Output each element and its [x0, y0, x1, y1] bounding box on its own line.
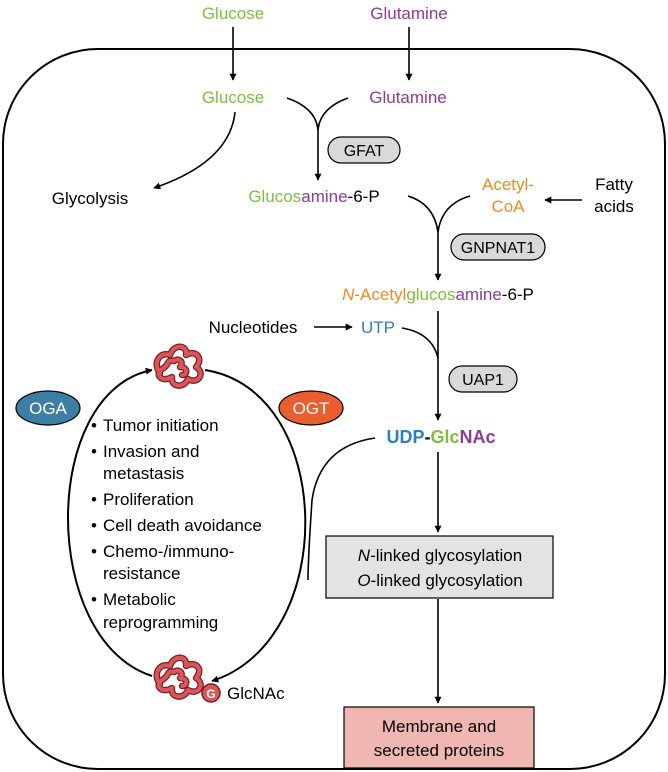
oga-cycle-arc	[67, 367, 153, 677]
glcnac-tag-icon	[201, 683, 221, 703]
glutamine-inside-label: Glutamine	[369, 88, 446, 107]
utp-label: UTP	[361, 318, 395, 337]
ogt-enzyme-ellipse	[278, 390, 344, 426]
acetyl-coa-label-line2: CoA	[491, 197, 525, 216]
glucosamine-6p-label: Glucosamine-6-P	[248, 187, 379, 206]
uap1-enzyme-box	[448, 365, 518, 393]
effect-item-metabolic: Metabolic	[103, 590, 176, 609]
protein-bottom-icon	[153, 654, 204, 700]
effects-list: • Tumor initiation • Invasion and metast…	[91, 416, 262, 632]
glucose-inside-label: Glucose	[202, 88, 264, 107]
glycolysis-arrow	[153, 111, 236, 190]
gnpnat1-enzyme-box	[450, 233, 546, 261]
effect-item-proliferation: Proliferation	[103, 490, 194, 509]
udp-glcnac-label: UDP-GlcNAc	[386, 427, 495, 447]
secreted-proteins-label-line1: Membrane and	[382, 717, 496, 736]
effect-item-cell-death-avoidance: Cell death avoidance	[103, 516, 262, 535]
ogt-enzyme-label: OGT	[293, 399, 330, 418]
glycolysis-label: Glycolysis	[52, 189, 129, 208]
effect-bullet: •	[91, 590, 97, 609]
oga-enzyme-ellipse	[15, 390, 81, 426]
glcnac-tag-letter: G	[206, 687, 215, 701]
effect-bullet: •	[91, 442, 97, 461]
nucleotides-label: Nucleotides	[209, 318, 298, 337]
secreted-proteins-box	[343, 706, 535, 769]
glcnac-tag-label: GlcNAc	[227, 684, 285, 703]
udp-glcnac-to-ogt-curve	[307, 437, 376, 581]
n-acetylglucosamine-6p-label: N-Acetylglucosamine-6-P	[342, 285, 534, 304]
oga-enzyme-label: OGA	[29, 399, 67, 418]
ogt-cycle-arc	[204, 369, 307, 683]
effect-item-tumor-initiation: Tumor initiation	[103, 416, 219, 435]
gfat-enzyme-label: GFAT	[344, 143, 385, 160]
effect-item-invasion: Invasion and	[103, 442, 199, 461]
effect-item-chemo-immuno-cont: resistance	[103, 564, 180, 583]
fatty-acids-label-line1: Fatty	[595, 175, 633, 194]
effect-item-invasion-cont: metastasis	[103, 464, 184, 483]
effect-item-chemo-immuno: Chemo-/immuno-	[103, 542, 234, 561]
glycosylation-box	[325, 535, 554, 599]
protein-top-icon	[153, 343, 204, 389]
gfat-enzyme-box	[327, 136, 401, 164]
glutamine-outside-label: Glutamine	[370, 4, 447, 23]
effect-bullet: •	[91, 490, 97, 509]
secreted-proteins-label-line2: secreted proteins	[374, 741, 504, 760]
o-linked-glycosylation-label: O-linked glycosylation	[357, 571, 522, 590]
effect-item-metabolic-cont: reprogramming	[103, 613, 218, 632]
acetyl-coa-label-line1: Acetyl-	[482, 175, 534, 194]
effect-bullet: •	[91, 516, 97, 535]
effect-bullet: •	[91, 416, 97, 435]
glucose-outside-label: Glucose	[202, 4, 264, 23]
utp-merge-curve	[401, 327, 439, 359]
fatty-acids-label-line2: acids	[594, 197, 634, 216]
n-linked-glycosylation-label: N-linked glycosylation	[358, 546, 522, 565]
gnpnat1-enzyme-label: GNPNAT1	[461, 240, 535, 257]
uap1-enzyme-label: UAP1	[462, 372, 504, 389]
effect-bullet: •	[91, 542, 97, 561]
